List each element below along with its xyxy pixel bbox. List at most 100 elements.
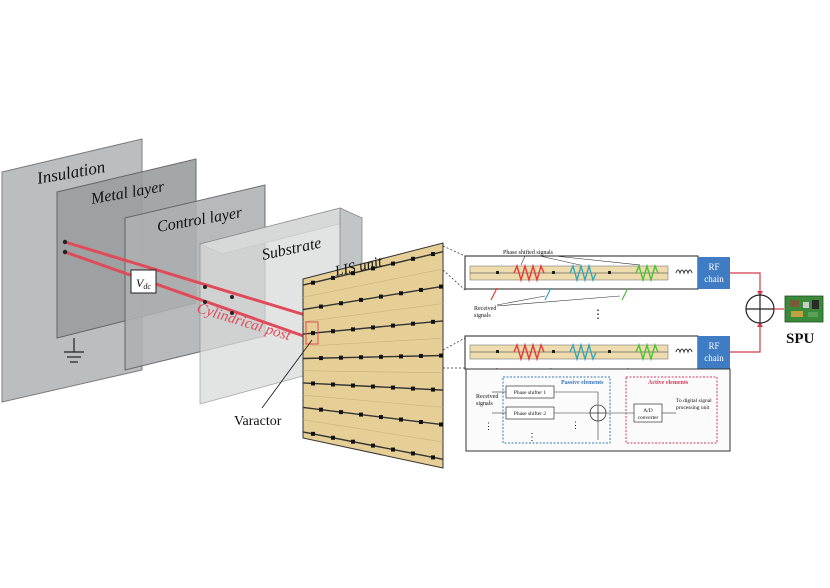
active-elements-title: Active elements	[648, 380, 689, 386]
rf-chain-label-bottom-2: chain	[704, 353, 724, 363]
block-dots-middle: ⋮	[527, 432, 537, 443]
lis-varactor-element	[371, 266, 375, 271]
rf-chain-label-bottom-1: RF	[708, 341, 719, 351]
lis-varactor-element	[339, 410, 343, 415]
lis-varactor-element	[331, 275, 335, 280]
rf-chain-box-bottom	[698, 336, 730, 369]
ground-icon	[64, 338, 84, 363]
lis-varactor-element	[439, 284, 443, 289]
to-digital-label-2: processing unit	[676, 405, 710, 411]
phase-shifter-1-label: Phase shifter 1	[514, 389, 547, 396]
lis-varactor-element	[311, 331, 315, 336]
lis-varactor-element	[319, 304, 323, 309]
varactor-leader	[261, 339, 313, 409]
lis-varactor-element	[371, 443, 375, 448]
lis-varactor-element	[431, 319, 435, 324]
lis-varactor-element	[339, 301, 343, 306]
lis-varactor-element	[311, 381, 315, 386]
rf-chain-box-top	[698, 257, 730, 289]
lis-varactor-element	[431, 455, 435, 460]
lis-row-line	[302, 394, 444, 408]
lis-varactor-element	[411, 256, 415, 261]
lis-varactor-element	[411, 451, 415, 456]
lis-row-line	[302, 370, 444, 374]
lis-row-line	[302, 419, 444, 443]
inductor-icon	[675, 269, 693, 275]
block-dots-left: ⋮	[484, 421, 493, 431]
block-received-label-1: Received	[476, 394, 498, 400]
lis-varactor-element	[359, 412, 363, 417]
resistor-icon	[513, 263, 545, 283]
lis-varactor-element	[391, 261, 395, 266]
varactor-label: Varactor	[234, 414, 282, 429]
circuit-board-icon	[784, 295, 824, 323]
resistor-icon	[635, 263, 659, 283]
lis-varactor-element	[419, 420, 423, 425]
resistor-icon	[569, 263, 597, 283]
varactor-highlight	[305, 321, 319, 345]
ad-converter-label-2: converter	[638, 415, 659, 421]
lis-varactor-element	[331, 435, 335, 440]
lis-varactor-element	[399, 417, 403, 422]
lis-varactor-element	[331, 329, 335, 334]
lis-varactor-element	[411, 386, 415, 391]
lis-varactor-element	[371, 325, 375, 330]
lis-varactor-element	[351, 383, 355, 388]
vdc-label: Vdc	[136, 276, 151, 291]
active-elements-box	[625, 376, 718, 444]
lis-varactor-element	[379, 294, 383, 299]
beam-line-upper	[64, 240, 316, 320]
lis-varactor-element	[339, 355, 343, 360]
lis-varactor-element	[379, 415, 383, 420]
lis-varactor-element	[331, 382, 335, 387]
summing-junction-icon	[589, 404, 607, 422]
lis-varactor-element	[431, 252, 435, 257]
passive-elements-title: Passive elements	[561, 380, 604, 386]
received-signals-label-2: signals	[474, 313, 491, 319]
beam-line-lower	[64, 250, 316, 342]
lis-varactor-element	[391, 323, 395, 328]
vdc-source	[130, 269, 157, 294]
lis-varactor-element	[411, 321, 415, 326]
lis-varactor-element	[439, 353, 443, 358]
resistor-icon	[569, 342, 597, 362]
lis-varactor-element	[351, 439, 355, 444]
ad-converter-label-1: A/D	[643, 408, 653, 414]
received-signals-label-1: Received	[474, 306, 496, 312]
inductor-icon	[675, 348, 693, 354]
lis-varactor-element	[311, 280, 315, 285]
resistor-icon	[513, 342, 545, 362]
lis-varactor-element	[419, 287, 423, 292]
lis-varactor-element	[351, 327, 355, 332]
lis-row-line	[302, 337, 444, 347]
resistor-icon	[635, 342, 659, 362]
lis-varactor-element	[319, 407, 323, 412]
summing-junction-icon	[745, 294, 775, 324]
lis-row-line	[302, 303, 444, 323]
lis-varactor-element	[391, 385, 395, 390]
lis-varactor-element	[439, 422, 443, 427]
lis-varactor-element	[311, 431, 315, 436]
lis-varactor-element	[351, 271, 355, 276]
lis-varactor-element	[399, 291, 403, 296]
rf-chain-label-top-2: chain	[704, 274, 724, 284]
zoom-strip-top: RF chain Phase shifted signals	[464, 249, 730, 301]
passive-elements-box	[502, 376, 611, 444]
lis-varactor-element	[431, 387, 435, 392]
lis-varactor-element	[371, 384, 375, 389]
lis-row-line	[302, 268, 444, 298]
phase-shifter-2-label: Phase shifter 2	[514, 410, 547, 417]
block-received-label-2: signals	[476, 401, 493, 407]
lis-element-rows	[302, 250, 444, 461]
strip-dots: ⋮	[592, 307, 604, 321]
lis-varactor-element	[359, 355, 363, 360]
lis-varactor-element	[319, 356, 323, 361]
spu-label: SPU	[786, 331, 815, 347]
phase-shifted-signals-label: Phase shifted signals	[503, 249, 554, 256]
lis-varactor-element	[399, 354, 403, 359]
lis-varactor-element	[419, 353, 423, 358]
lis-varactor-element	[379, 354, 383, 359]
lis-varactor-element	[391, 447, 395, 452]
lis-varactor-element	[359, 297, 363, 302]
